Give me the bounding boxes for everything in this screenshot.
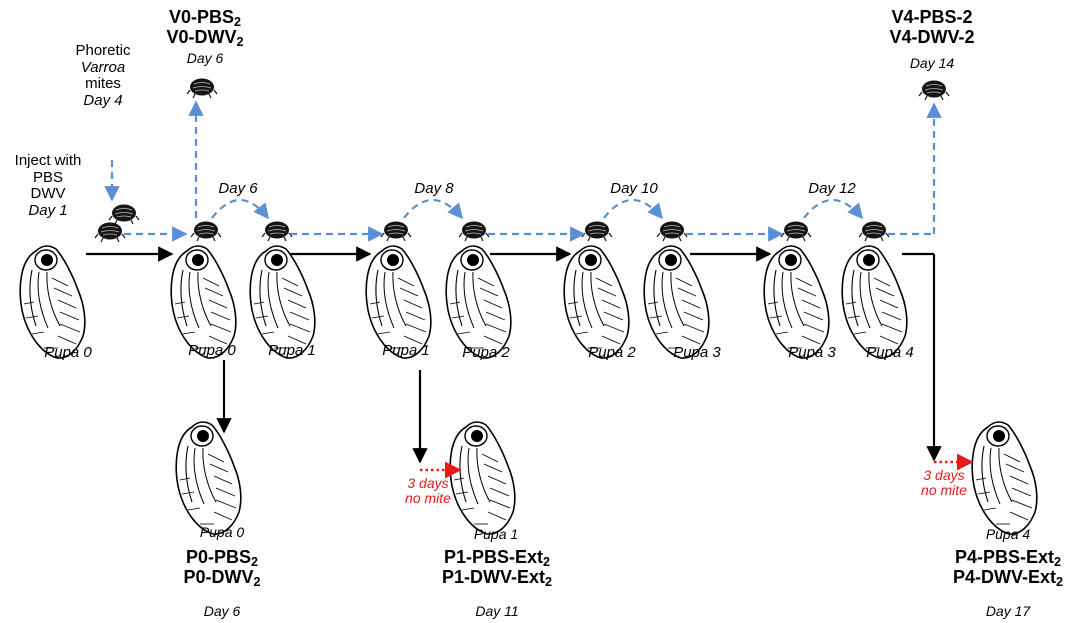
pupa-label-0c: Pupa 0 <box>199 524 245 540</box>
pupa-label-1b: Pupa 1 <box>382 342 430 359</box>
p0-label: P0-PBS2 P0-DWV2 <box>183 547 261 589</box>
v4-pbs-text: V4-PBS-2 <box>891 7 973 27</box>
pupa-label-4a: Pupa 4 <box>866 344 914 361</box>
transfer-day-label-2: Day 8 <box>414 180 454 197</box>
v0-pbs-sub: 2 <box>234 15 242 30</box>
no-mite-label-b: 3 days no mite <box>921 467 967 499</box>
pupa-label-2b: Pupa 2 <box>588 344 636 361</box>
pupa-3-stage4 <box>763 245 830 359</box>
phoretic-line-1: Phoretic <box>75 42 131 59</box>
phoretic-line-2: Varroa <box>80 58 126 76</box>
p0-pbs-text: P0-PBS <box>185 547 251 567</box>
p1-label: P1-PBS-Ext2 P1-DWV-Ext2 <box>441 547 553 589</box>
pupa-0-initial <box>19 245 86 359</box>
no-mite-a-line-2: no mite <box>405 490 451 507</box>
v4-dwv-text: V4-DWV-2 <box>889 26 975 47</box>
phoretic-day: Day 4 <box>83 91 123 109</box>
mite-on-pupa-1b <box>380 220 412 242</box>
v0-dwv-sub: 2 <box>236 34 244 49</box>
arc-transfer-day8 <box>403 199 463 220</box>
pupa-2-stage3 <box>563 245 630 359</box>
pupa-label-1a: Pupa 1 <box>268 342 316 359</box>
mite-on-pupa-3a <box>656 220 688 242</box>
mite-on-pupa-2b <box>581 220 613 242</box>
phoretic-label: Phoretic Varroa mites Day 4 <box>75 42 131 109</box>
no-mite-b-line-1: 3 days <box>923 467 965 483</box>
pupa-label-1c: Pupa 1 <box>473 526 519 542</box>
pupa-2-stage2 <box>445 245 512 359</box>
pupa-label-0a: Pupa 0 <box>44 344 92 361</box>
mite-on-pupa-4 <box>858 220 890 242</box>
v0-day: Day 6 <box>186 50 224 66</box>
transfer-day-label-1: Day 6 <box>218 180 258 197</box>
p4-label: P4-PBS-Ext2 P4-DWV-Ext2 <box>952 547 1064 589</box>
p0-day: Day 6 <box>203 603 241 619</box>
mite-phoretic-lower <box>94 221 126 243</box>
inject-line-1: Inject with <box>14 152 82 169</box>
mite-on-pupa-2a <box>458 220 490 242</box>
phoretic-line-3: mites <box>85 75 121 92</box>
mite-v0 <box>186 77 218 99</box>
no-mite-label-a: 3 days no mite <box>405 475 451 507</box>
mite-v4 <box>918 79 950 101</box>
inject-label: Inject with PBS DWV Day 1 <box>14 152 82 219</box>
pupa-1-sampled <box>449 421 516 535</box>
pupa-3-stage3 <box>643 245 710 359</box>
no-mite-a-line-1: 3 days <box>407 475 449 491</box>
mite-phoretic-upper <box>108 203 140 225</box>
p1-dwv-text: P1-DWV-Ext <box>441 566 546 587</box>
p1-dwv-sub: 2 <box>545 574 553 589</box>
p4-dwv-sub: 2 <box>1056 574 1064 589</box>
inject-line-2: PBS <box>32 168 64 186</box>
mite-on-pupa-0 <box>190 220 222 242</box>
pupa-label-3b: Pupa 3 <box>788 344 836 361</box>
transfer-day-label-3: Day 10 <box>610 180 658 197</box>
mite-on-pupa-1a <box>261 220 293 242</box>
p1-pbs-sub: 2 <box>543 555 551 570</box>
pupa-4-sampled <box>971 421 1038 535</box>
pupa-4-stage4 <box>841 245 908 359</box>
v4-label: V4-PBS-2 V4-DWV-2 <box>889 7 975 48</box>
v4-day: Day 14 <box>909 55 955 71</box>
p4-pbs-sub: 2 <box>1054 555 1062 570</box>
arc-transfer-day12 <box>803 199 863 220</box>
mite-on-pupa-3b <box>780 220 812 242</box>
p1-pbs-text: P1-PBS-Ext <box>443 547 544 567</box>
v0-pbs-text: V0-PBS <box>168 7 234 27</box>
pupa-0-sampled <box>175 421 242 535</box>
pupa-label-0b: Pupa 0 <box>188 342 236 359</box>
p1-day: Day 11 <box>475 603 519 619</box>
p0-dwv-text: P0-DWV <box>183 566 254 587</box>
pupa-label-2a: Pupa 2 <box>462 344 510 361</box>
no-mite-b-line-2: no mite <box>921 482 967 499</box>
transfer-day-label-4: Day 12 <box>808 180 856 197</box>
pupa-label-3a: Pupa 3 <box>673 344 721 361</box>
p0-dwv-sub: 2 <box>253 574 261 589</box>
v0-dwv-text: V0-DWV <box>166 26 237 47</box>
pupa-label-4c: Pupa 4 <box>985 526 1031 542</box>
arc-transfer-day10 <box>603 199 663 220</box>
p4-pbs-text: P4-PBS-Ext <box>954 547 1055 567</box>
v0-label: V0-PBS2 V0-DWV2 <box>166 7 244 49</box>
inject-day: Day 1 <box>28 201 68 219</box>
p4-dwv-text: P4-DWV-Ext <box>952 566 1057 587</box>
arc-transfer-day6 <box>211 199 269 220</box>
inject-line-3: DWV <box>30 185 66 202</box>
p4-day: Day 17 <box>985 603 1031 619</box>
p0-pbs-sub: 2 <box>251 555 259 570</box>
